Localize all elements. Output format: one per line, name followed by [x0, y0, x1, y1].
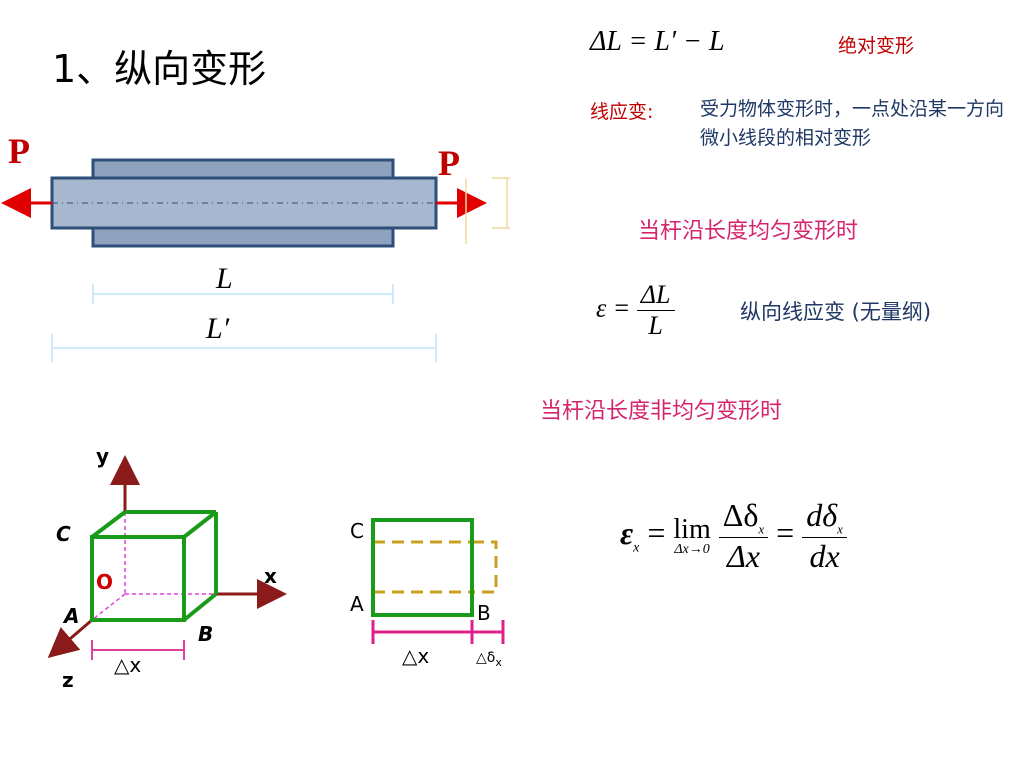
strain-numerator: ΔL: [636, 280, 675, 311]
limit-fraction-2-den: dx: [809, 538, 840, 575]
nonuniform-deformation-caption: 当杆沿长度非均匀变形时: [540, 399, 783, 424]
limit-fraction-1-den: Δx: [726, 538, 760, 575]
limit-word: lim: [673, 514, 711, 546]
uniform-deformation-caption: 当杆沿长度均匀变形时: [638, 219, 859, 244]
limit-subscript: Δx→0: [674, 542, 710, 558]
element-corner-a: A: [350, 592, 364, 616]
z-axis: [47, 618, 93, 658]
element-corner-c: C: [350, 519, 364, 543]
element-corner-b: B: [477, 601, 491, 625]
strain-formula: ε = ΔL L: [596, 280, 675, 341]
limit-fraction-2: dδx dx: [802, 497, 847, 575]
page-title: 1、纵向变形: [52, 47, 267, 91]
limit-operator: lim Δx→0: [673, 514, 710, 558]
element-diagram: [371, 518, 505, 644]
limit-fraction-2-num: dδx: [802, 497, 847, 539]
cube-corner-b: B: [198, 622, 214, 646]
absolute-deformation-label: 绝对变形: [838, 35, 915, 57]
right-force-label: P: [438, 143, 460, 183]
z-axis-label: z: [62, 668, 74, 692]
strain-denominator: L: [648, 311, 663, 340]
cube-edge-top-right: [182, 510, 218, 539]
limit-eq-1: =: [647, 514, 666, 551]
cube-origin: O: [96, 570, 114, 594]
cube-hidden-edge-depth: [91, 593, 126, 621]
cube-front-face: [90, 535, 186, 622]
left-force-label: P: [8, 131, 30, 171]
rod-deformed-body: [50, 176, 438, 230]
cube-corner-a: A: [64, 604, 80, 628]
cube-edge-top-left: [90, 510, 127, 539]
deformation-formula: ΔL = L′ − L: [590, 26, 725, 57]
cube-corner-c: C: [56, 522, 71, 546]
limit-fraction-1: Δδx Δx: [718, 497, 769, 575]
cube-diagram: [47, 455, 287, 660]
limit-strain-formula: εx = lim Δx→0 Δδx Δx = dδx dx: [620, 497, 847, 575]
y-axis-label: y: [96, 444, 110, 468]
element-deformed-outline: [472, 540, 498, 594]
element-elongation-label: △δx: [476, 650, 502, 669]
original-length-label: L: [216, 262, 233, 295]
limit-eq-2: =: [776, 514, 795, 551]
rod-diagram: [1, 158, 510, 362]
linear-strain-definition: 受力物体变形时，一点处沿某一方向微小线段的相对变形: [700, 98, 1005, 149]
element-width-label: △x: [402, 644, 430, 668]
strain-fraction: ΔL L: [636, 280, 675, 341]
limit-lhs: εx: [620, 514, 640, 555]
cube-width-label: △x: [114, 653, 142, 677]
deformed-length-label: L′: [206, 312, 230, 345]
cube-edge-bottom-right: [182, 592, 218, 622]
linear-strain-label: 线应变:: [590, 101, 654, 123]
limit-fraction-1-num: Δδx: [718, 497, 769, 539]
element-original-square: [371, 518, 474, 617]
longitudinal-strain-label: 纵向线应变 (无量纲): [740, 300, 932, 324]
strain-formula-lhs: ε =: [596, 293, 631, 323]
x-axis-label: x: [264, 564, 277, 588]
